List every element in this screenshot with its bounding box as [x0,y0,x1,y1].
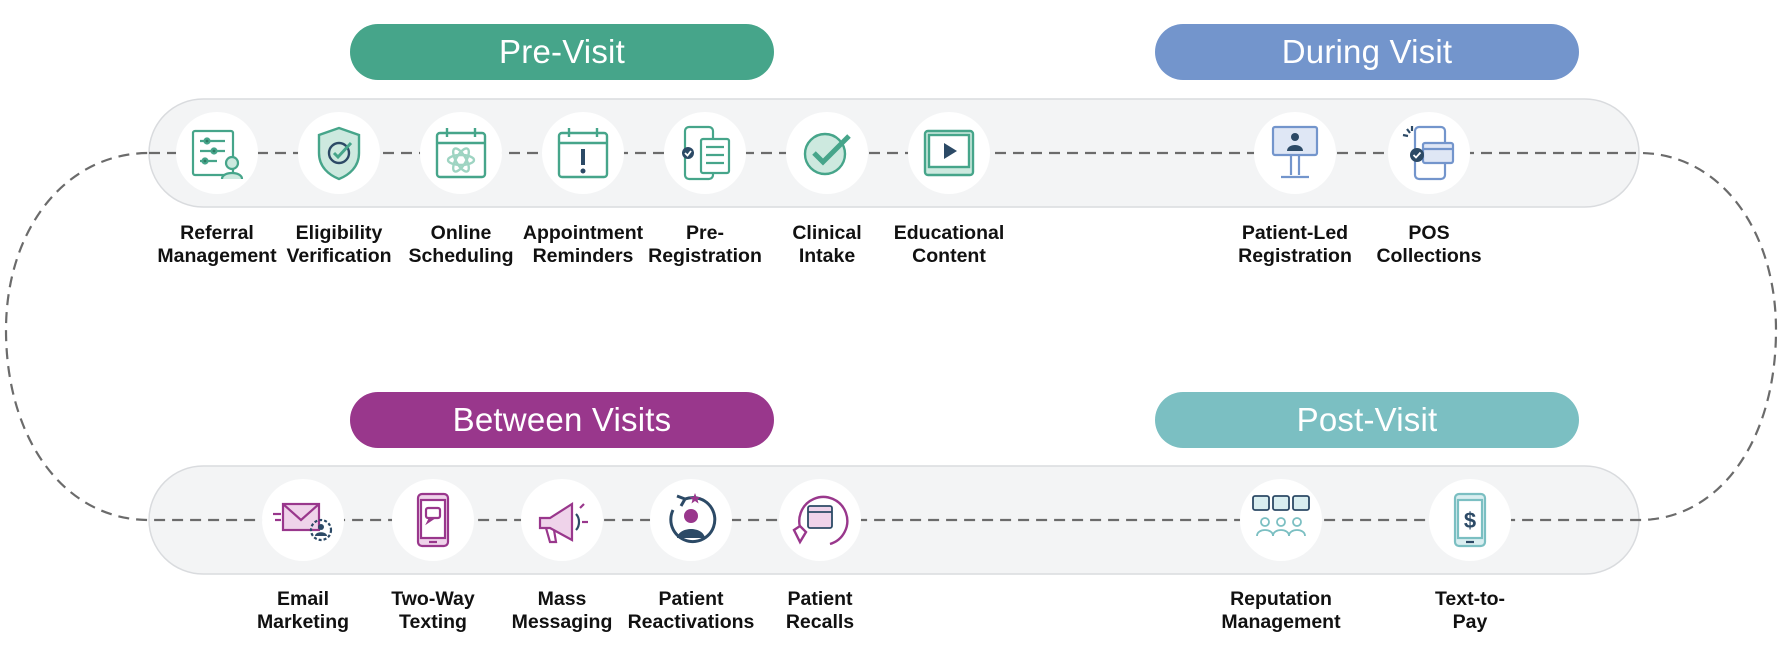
svg-text:$: $ [1464,508,1476,533]
shield-check-icon [298,112,380,194]
step-label-pre-registration: Pre- Registration [648,222,762,267]
step-label-two-way-texting: Two-Way Texting [391,588,475,633]
referral-icon [176,112,258,194]
step-label-patient-recalls: Patient Recalls [785,588,855,633]
phone-form-icon [664,112,746,194]
step-label-patient-led-registration: Patient-Led Registration [1238,222,1352,267]
recall-calendar-icon [779,479,861,561]
step-label-pos-collections: POS Collections [1376,222,1482,267]
megaphone-icon [521,479,603,561]
user-refresh-icon [650,479,732,561]
sms-phone-icon [392,479,474,561]
step-label-eligibility-verification: Eligibility Verification [286,222,392,267]
step-label-reputation-management: Reputation Management [1221,588,1341,633]
email-icon [262,479,344,561]
calendar-alert-icon [542,112,624,194]
reviews-icon [1240,479,1322,561]
step-label-referral-management: Referral Management [157,222,277,267]
step-label-appointment-reminders: Appointment Reminders [522,222,644,267]
step-label-online-scheduling: Online Scheduling [408,222,514,267]
phase-pill-during-visit: During Visit [1155,24,1579,80]
step-label-patient-reactivations: Patient Reactivations [627,588,755,633]
step-label-text-to-pay: Text-to- Pay [1434,588,1506,633]
video-icon [908,112,990,194]
dollar-phone-icon: $ [1429,479,1511,561]
step-label-clinical-intake: Clinical Intake [792,222,862,267]
step-label-email-marketing: Email Marketing [256,588,350,633]
check-circle-icon [786,112,868,194]
phase-pill-post-visit: Post-Visit [1155,392,1579,448]
calendar-icon [420,112,502,194]
step-label-mass-messaging: Mass Messaging [511,588,613,633]
step-label-educational-content: Educational Content [893,222,1005,267]
payment-phone-icon [1388,112,1470,194]
kiosk-icon [1254,112,1336,194]
phase-pill-pre-visit: Pre-Visit [350,24,774,80]
phase-pill-between-visits: Between Visits [350,392,774,448]
dashed-loop-path [4,151,1778,522]
